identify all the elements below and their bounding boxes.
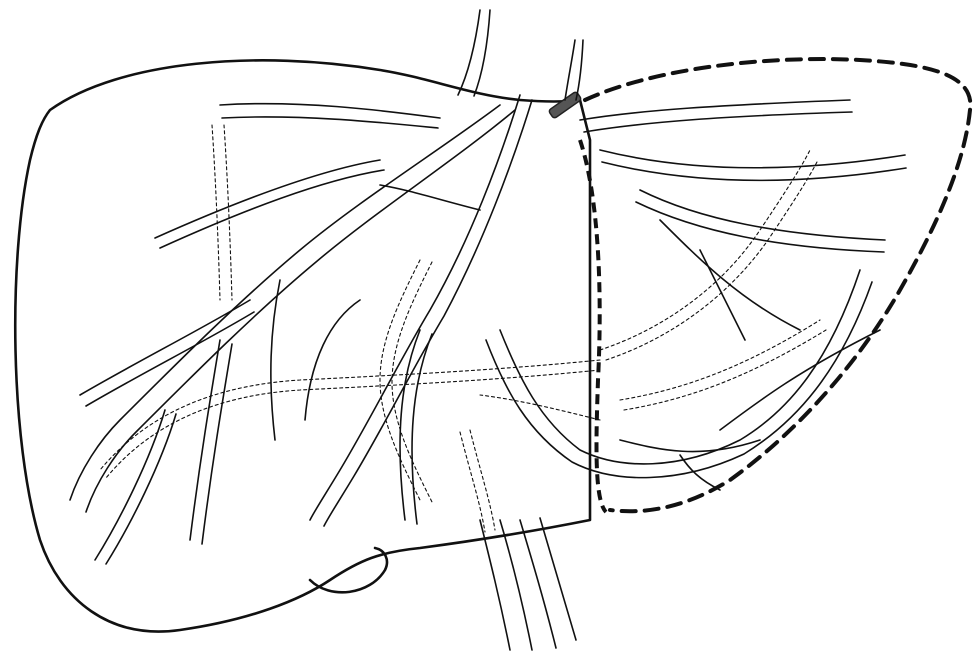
branch-mid-left: [155, 160, 380, 238]
hepatic-vein-1b: [474, 10, 490, 96]
portal-trunk-d: [540, 518, 576, 640]
branch-down-1b: [202, 344, 232, 544]
duct-hilar: [470, 430, 495, 530]
left-hepatic-vein: [580, 100, 850, 120]
hepatic-vein-2b: [576, 40, 583, 100]
duct-lower-2: [620, 320, 820, 400]
left-hepatic-vein-b: [584, 112, 852, 132]
middle-hepatic-vein: [310, 95, 520, 520]
left-branch-1b: [602, 162, 906, 180]
portal-trunk-c: [520, 520, 556, 648]
left-branch-4: [700, 250, 745, 340]
left-branch-3: [660, 220, 800, 330]
mhv-branch-3: [305, 300, 360, 420]
branch-mid-left-b: [160, 170, 384, 248]
branch-lower-left: [80, 300, 250, 395]
branch-down-1: [190, 340, 220, 540]
hepatic-vein-1: [458, 10, 480, 95]
branch-down-2: [271, 280, 280, 440]
duct-left-2: [606, 160, 818, 360]
duct-hilar-b: [460, 432, 485, 532]
branch-down-3b: [106, 414, 176, 564]
branch-upper-left-b: [222, 117, 438, 128]
resection-boundary: [585, 59, 970, 511]
left-lower-branch-1: [620, 440, 760, 452]
branch-upper-left: [220, 104, 440, 118]
mhv-branch-1: [380, 185, 480, 210]
hepatic-vein-2: [565, 40, 575, 100]
left-branch-2: [640, 190, 885, 240]
portal-trunk-b: [500, 520, 532, 650]
hilar-branch-left: [500, 270, 860, 464]
hilar-branch-left-b: [486, 282, 872, 478]
right-hepatic-vein: [70, 105, 500, 500]
left-branch-1: [600, 150, 905, 168]
duct-upper-vertical-b: [224, 125, 232, 300]
branch-down-3: [95, 410, 165, 560]
